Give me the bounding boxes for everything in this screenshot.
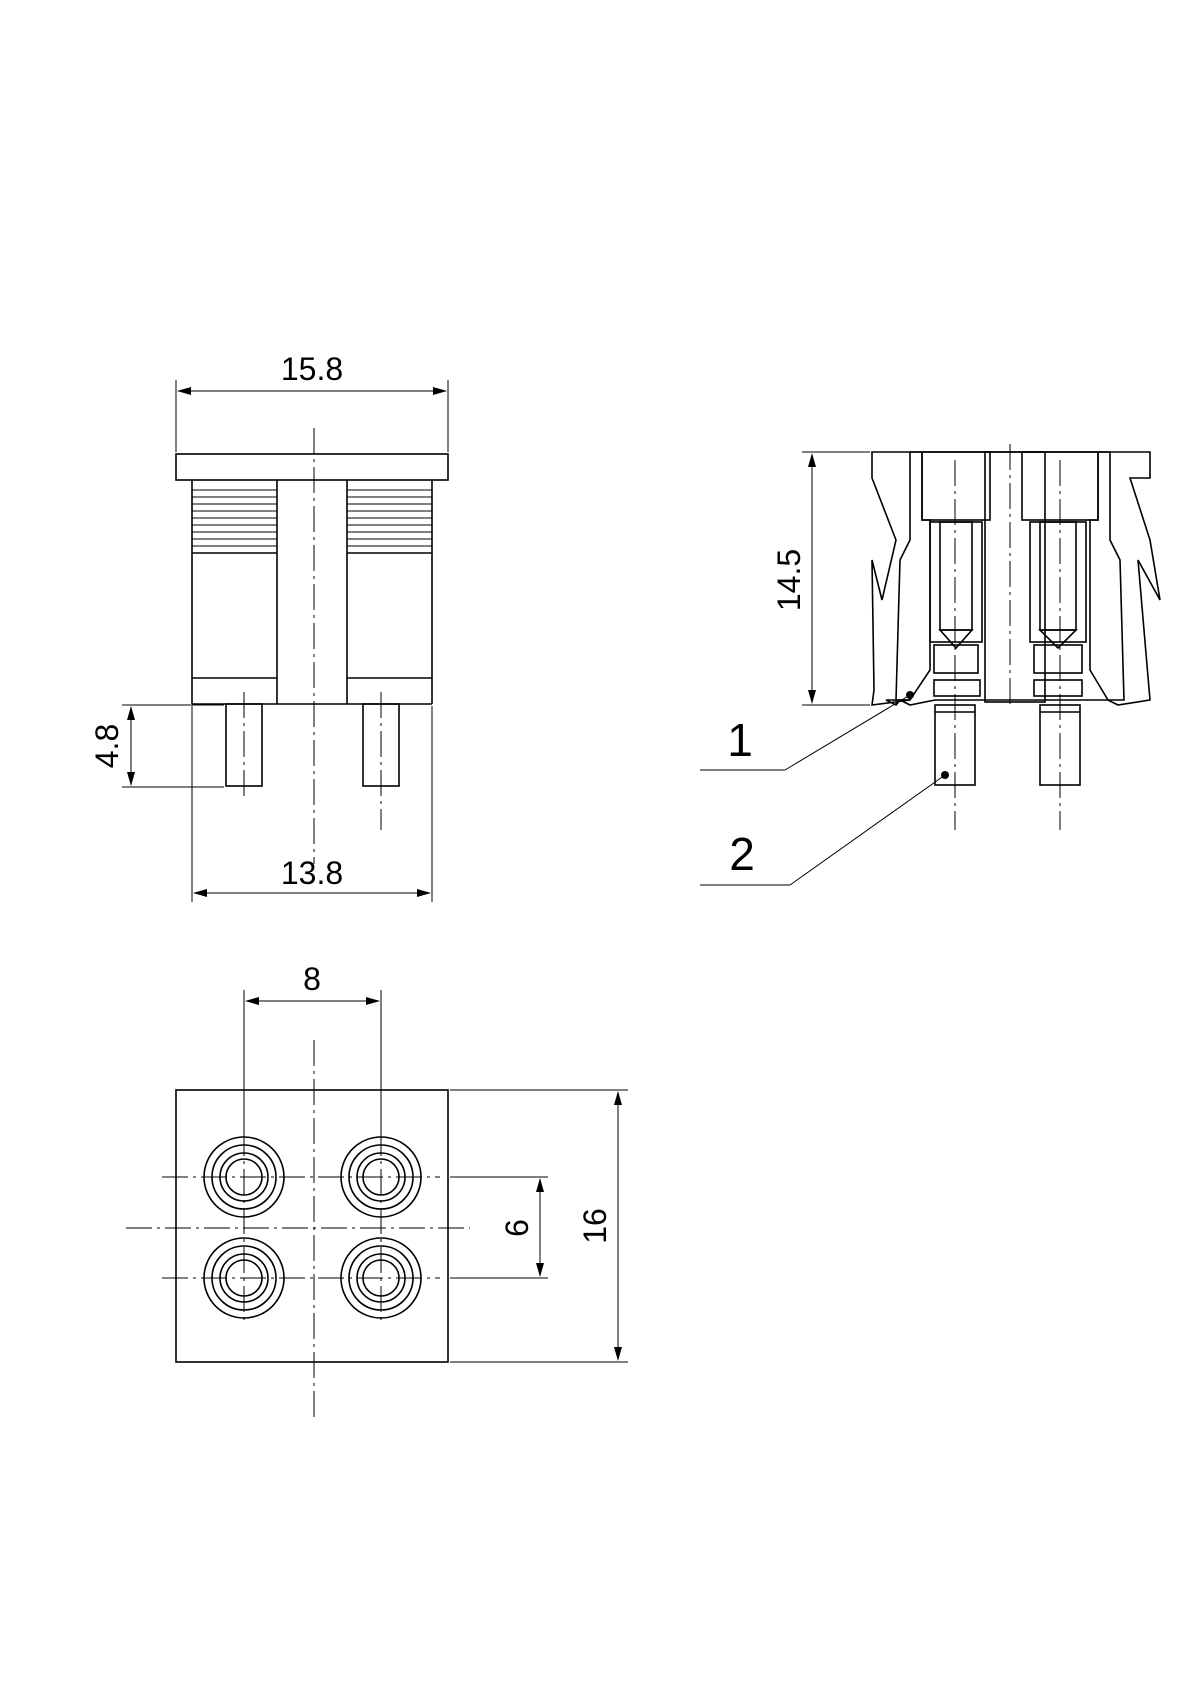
dim-pin-length: 4.8 — [89, 704, 224, 788]
pin-length-label: 4.8 — [89, 724, 125, 768]
dim-section-height: 14.5 — [771, 451, 870, 706]
pin-span-label: 13.8 — [281, 855, 343, 891]
front-width-label: 15.8 — [281, 351, 343, 387]
callout-2: 2 — [700, 771, 949, 886]
section-view — [871, 444, 1161, 830]
thread-ribs-left — [192, 489, 277, 547]
front-view — [175, 428, 449, 864]
hole-pitch-y-label: 6 — [499, 1219, 535, 1237]
callout-1: 1 — [700, 691, 914, 771]
base-size-label: 16 — [577, 1208, 613, 1244]
dim-pin-span: 13.8 — [191, 706, 433, 902]
hole-bottom-right — [340, 1237, 422, 1319]
callout-2-label: 2 — [729, 828, 755, 880]
section-height-label: 14.5 — [771, 549, 807, 611]
hole-pitch-x-label: 8 — [303, 961, 321, 997]
hole-top-right — [340, 1136, 422, 1218]
dim-front-width: 15.8 — [175, 351, 449, 452]
top-view — [126, 1040, 470, 1420]
hole-bottom-left — [203, 1237, 285, 1319]
dim-hole-pitch-x: 8 — [243, 961, 382, 1130]
callout-1-label: 1 — [727, 714, 753, 766]
dim-hole-pitch-y: 6 — [450, 1176, 548, 1279]
base-plate — [175, 1089, 449, 1363]
dim-base-size: 16 — [450, 1089, 628, 1363]
thread-ribs-right — [347, 489, 432, 547]
hole-top-left — [203, 1136, 285, 1218]
